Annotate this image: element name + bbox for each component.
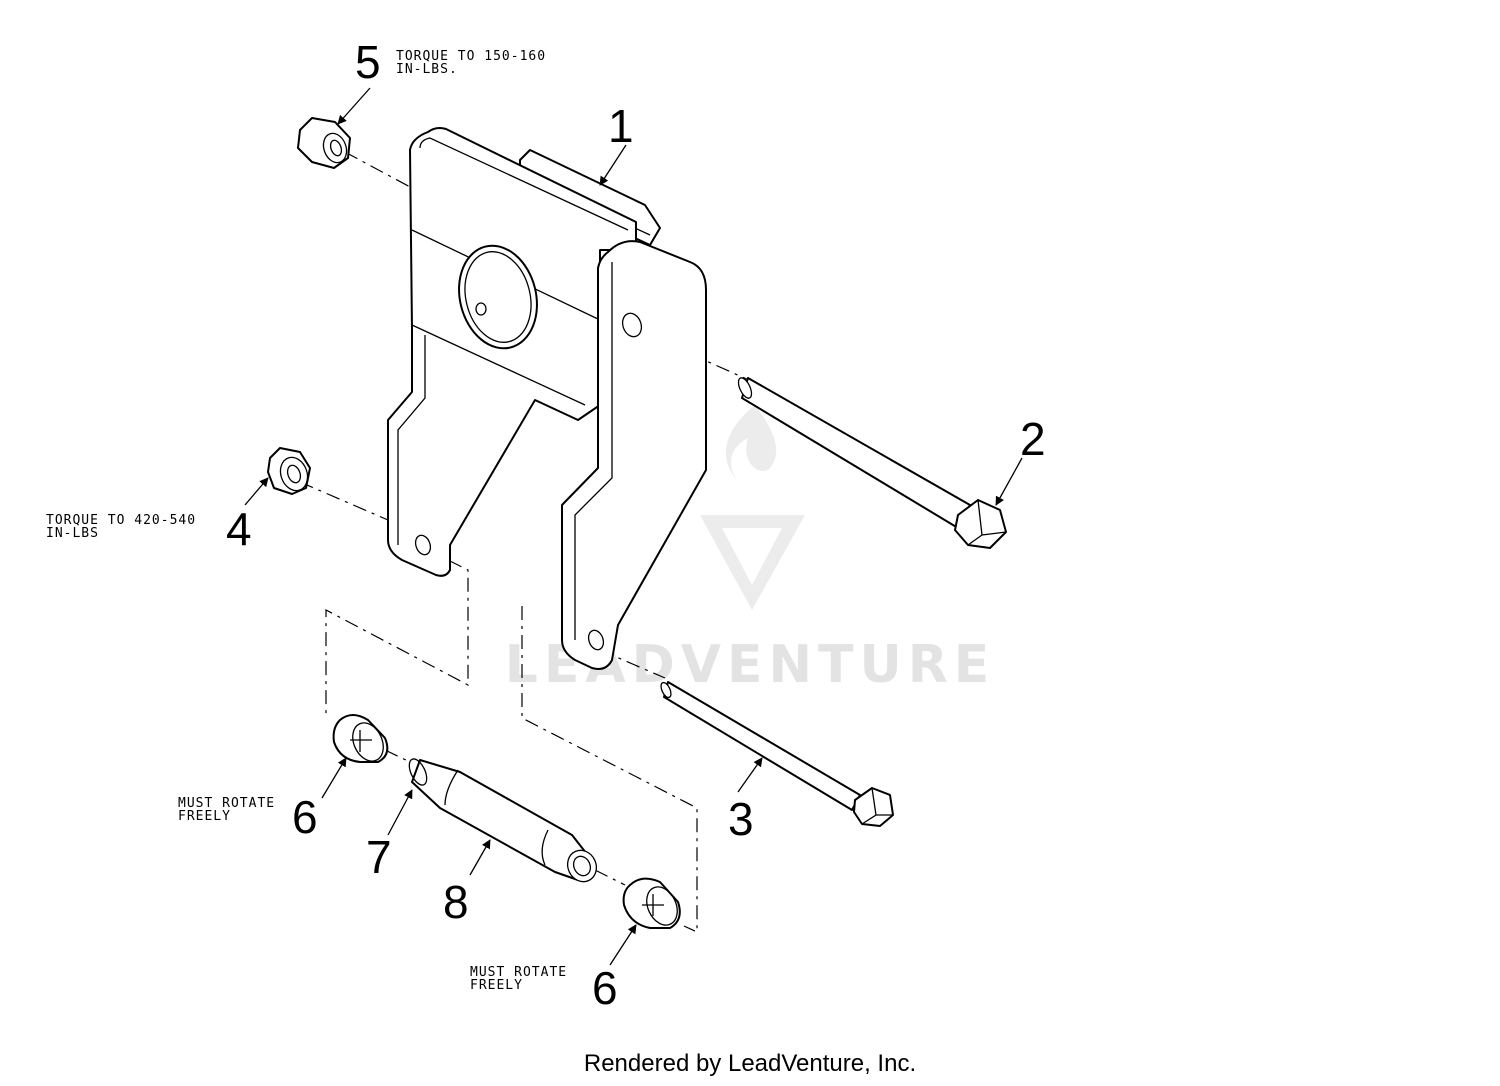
torque-note-5-line2: IN-LBS.	[396, 62, 458, 77]
callout-6-left: 6	[292, 791, 318, 843]
callout-3: 3	[728, 793, 754, 845]
torque-note-4-line1: TORQUE TO 420-540	[46, 513, 196, 528]
callout-4: 4	[226, 503, 252, 555]
part-7-8-shaft	[408, 758, 598, 883]
rotate-note-right-line1: MUST ROTATE	[470, 965, 567, 980]
rotate-note-left-line2: FREELY	[178, 809, 231, 824]
callout-7: 7	[366, 831, 392, 883]
rotate-note-left-line1: MUST ROTATE	[178, 796, 275, 811]
part-2-long-bolt	[737, 377, 1007, 549]
callout-1: 1	[608, 100, 634, 152]
callout-6-right: 6	[592, 962, 618, 1014]
part-4-flange-nut	[267, 447, 311, 495]
watermark-flame-icon	[726, 405, 777, 485]
part-5-nut	[297, 117, 351, 169]
part-6-bushing-left	[332, 714, 389, 763]
callout-2: 2	[1020, 413, 1046, 465]
part-6-bushing-right	[622, 877, 681, 929]
rotate-note-right-line2: FREELY	[470, 978, 523, 993]
part-1-bracket-assembly	[387, 127, 707, 670]
watermark-v-icon	[700, 515, 805, 610]
callout-5: 5	[355, 36, 381, 88]
part-3-short-bolt	[660, 681, 894, 827]
render-credit: Rendered by LeadVenture, Inc.	[583, 1050, 917, 1077]
callout-leaders	[244, 87, 1023, 966]
callout-8: 8	[443, 876, 469, 928]
torque-note-4-line2: IN-LBS	[46, 526, 99, 541]
torque-note-5-line1: TORQUE TO 150-160	[396, 49, 546, 64]
